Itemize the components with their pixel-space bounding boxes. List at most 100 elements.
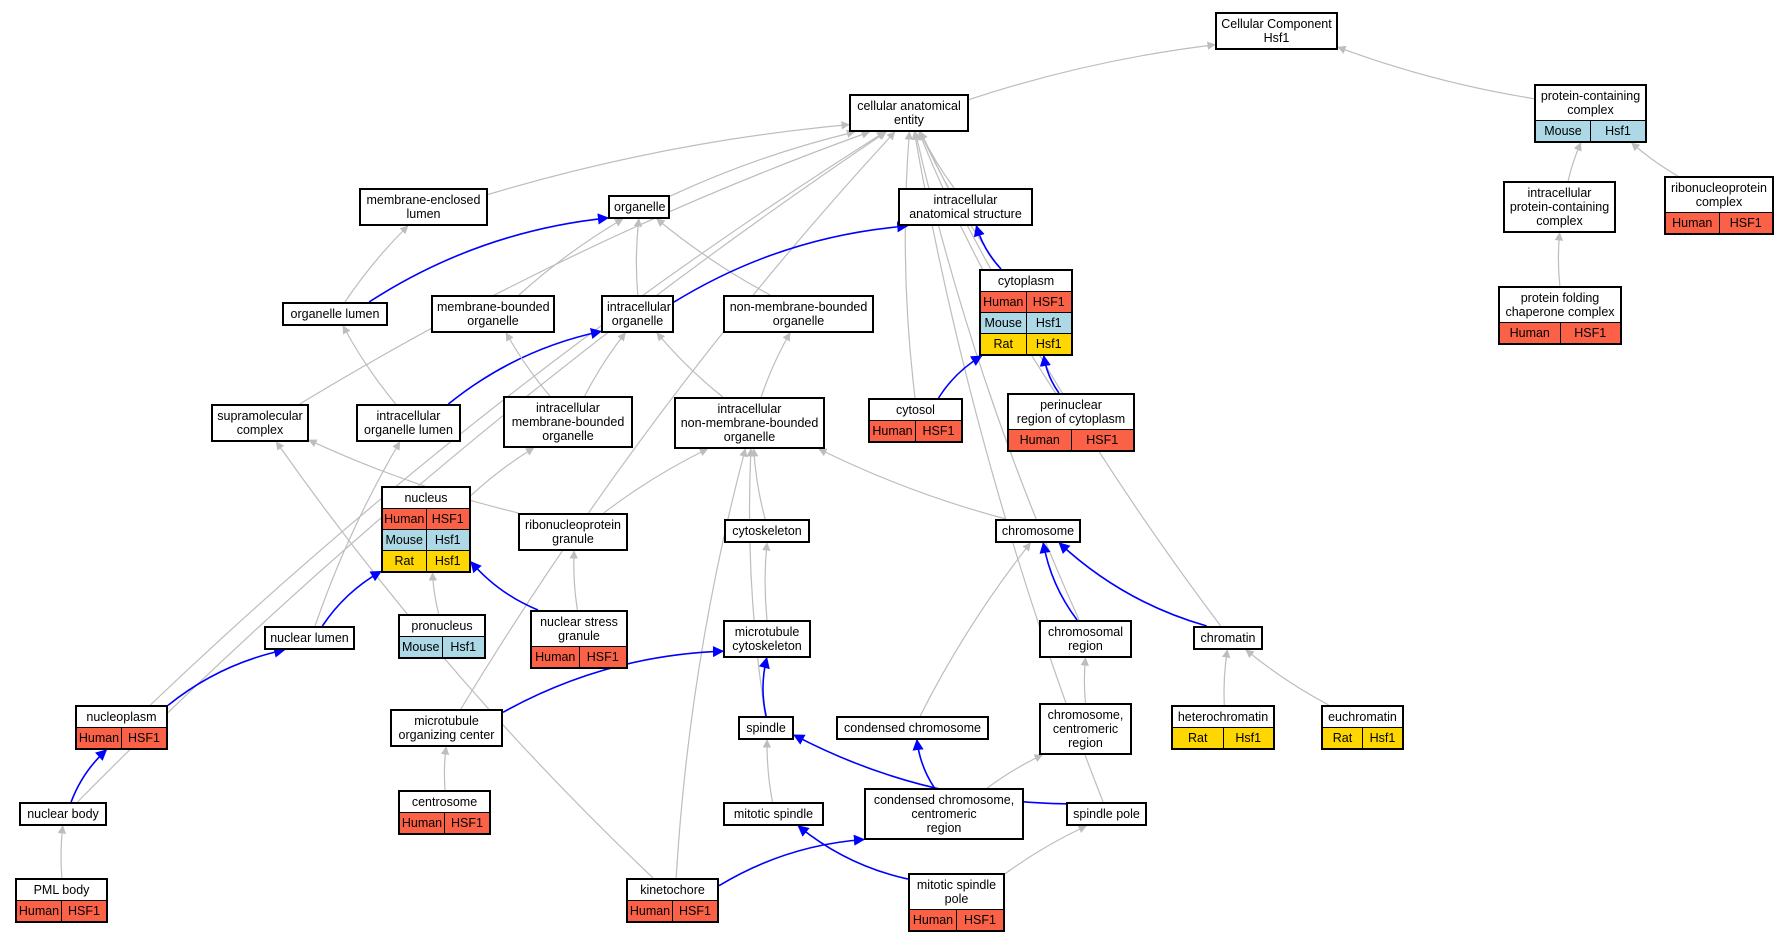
edge-nuclum-to-icol	[314, 441, 401, 627]
edge-chrom-to-inmbo	[818, 448, 1007, 520]
edge-spindle-to-inmbo	[746, 448, 766, 717]
edge-kineto-to-condcen	[718, 834, 866, 887]
edge-cae-to-root	[968, 41, 1216, 101]
edge-mel-to-cae	[487, 121, 850, 196]
node-orglum[interactable]: organelle lumen	[282, 302, 388, 326]
node-org[interactable]: organelle	[608, 195, 670, 219]
edge-inmbo-to-ico	[656, 332, 724, 398]
species-label: Rat	[1188, 731, 1208, 745]
edge-nucbody-to-cae	[77, 131, 887, 803]
node-spindle[interactable]: spindle	[738, 716, 794, 740]
gene-label: HSF1	[578, 647, 627, 667]
edge-cyto-to-ias	[973, 224, 1002, 270]
edge-nsg-to-nucleus	[470, 561, 539, 611]
node-label: PML body	[33, 883, 90, 897]
node-spinpole[interactable]: spindle pole	[1066, 802, 1147, 826]
annotation-row-human: Human HSF1	[1500, 322, 1620, 343]
edge-msp-to-mitspin	[797, 825, 909, 880]
node-condchr[interactable]: condensed chromosome	[836, 716, 989, 740]
edge-kineto-to-smc	[275, 441, 654, 879]
node-label: mitotic spindle	[733, 807, 814, 821]
edge-perinuc-to-cae	[917, 131, 1057, 394]
edge-perinuc-to-cyto	[1039, 354, 1060, 394]
edge-rnpg-to-smc	[308, 439, 519, 514]
node-chromatin[interactable]: chromatin	[1193, 626, 1263, 650]
edge-condcen-to-chrcen	[986, 754, 1043, 789]
node-label: nuclear body	[27, 807, 99, 821]
edge-imbo-to-mbo	[505, 332, 551, 397]
node-nucbody[interactable]: nuclear body	[19, 802, 107, 826]
species-label: Human	[1509, 326, 1550, 340]
gene-label: Hsf1	[1025, 334, 1072, 354]
edge-chromatin-to-chrom	[1058, 542, 1207, 627]
edge-condchr-to-chrom	[919, 542, 1031, 717]
edge-nuclum-to-nucleus	[321, 570, 382, 627]
node-mitspin[interactable]: mitotic spindle	[723, 802, 824, 826]
species-label: Mouse	[385, 533, 424, 547]
node-label: chromatin	[1200, 631, 1256, 645]
edge-icol-to-ico	[447, 327, 603, 405]
edge-msp-to-spinpole	[1004, 825, 1087, 875]
node-label: centrosome	[411, 795, 478, 809]
edge-inmbo-to-nmbo	[760, 332, 791, 398]
gene-label: HSF1	[425, 509, 470, 529]
gene-label: HSF1	[1559, 323, 1621, 343]
node-nuclum[interactable]: nuclear lumen	[264, 626, 355, 650]
node-label: spindle	[746, 721, 786, 735]
node-label: pronucleus	[411, 619, 473, 633]
gene-label: Hsf1	[1590, 121, 1645, 141]
node-chrom[interactable]: chromosome	[995, 519, 1081, 543]
node-cytosk[interactable]: cytoskeleton	[724, 519, 810, 543]
species-label: Mouse	[401, 640, 440, 654]
node-label: euchromatin	[1328, 710, 1397, 724]
gene-label: HSF1	[956, 910, 1003, 930]
